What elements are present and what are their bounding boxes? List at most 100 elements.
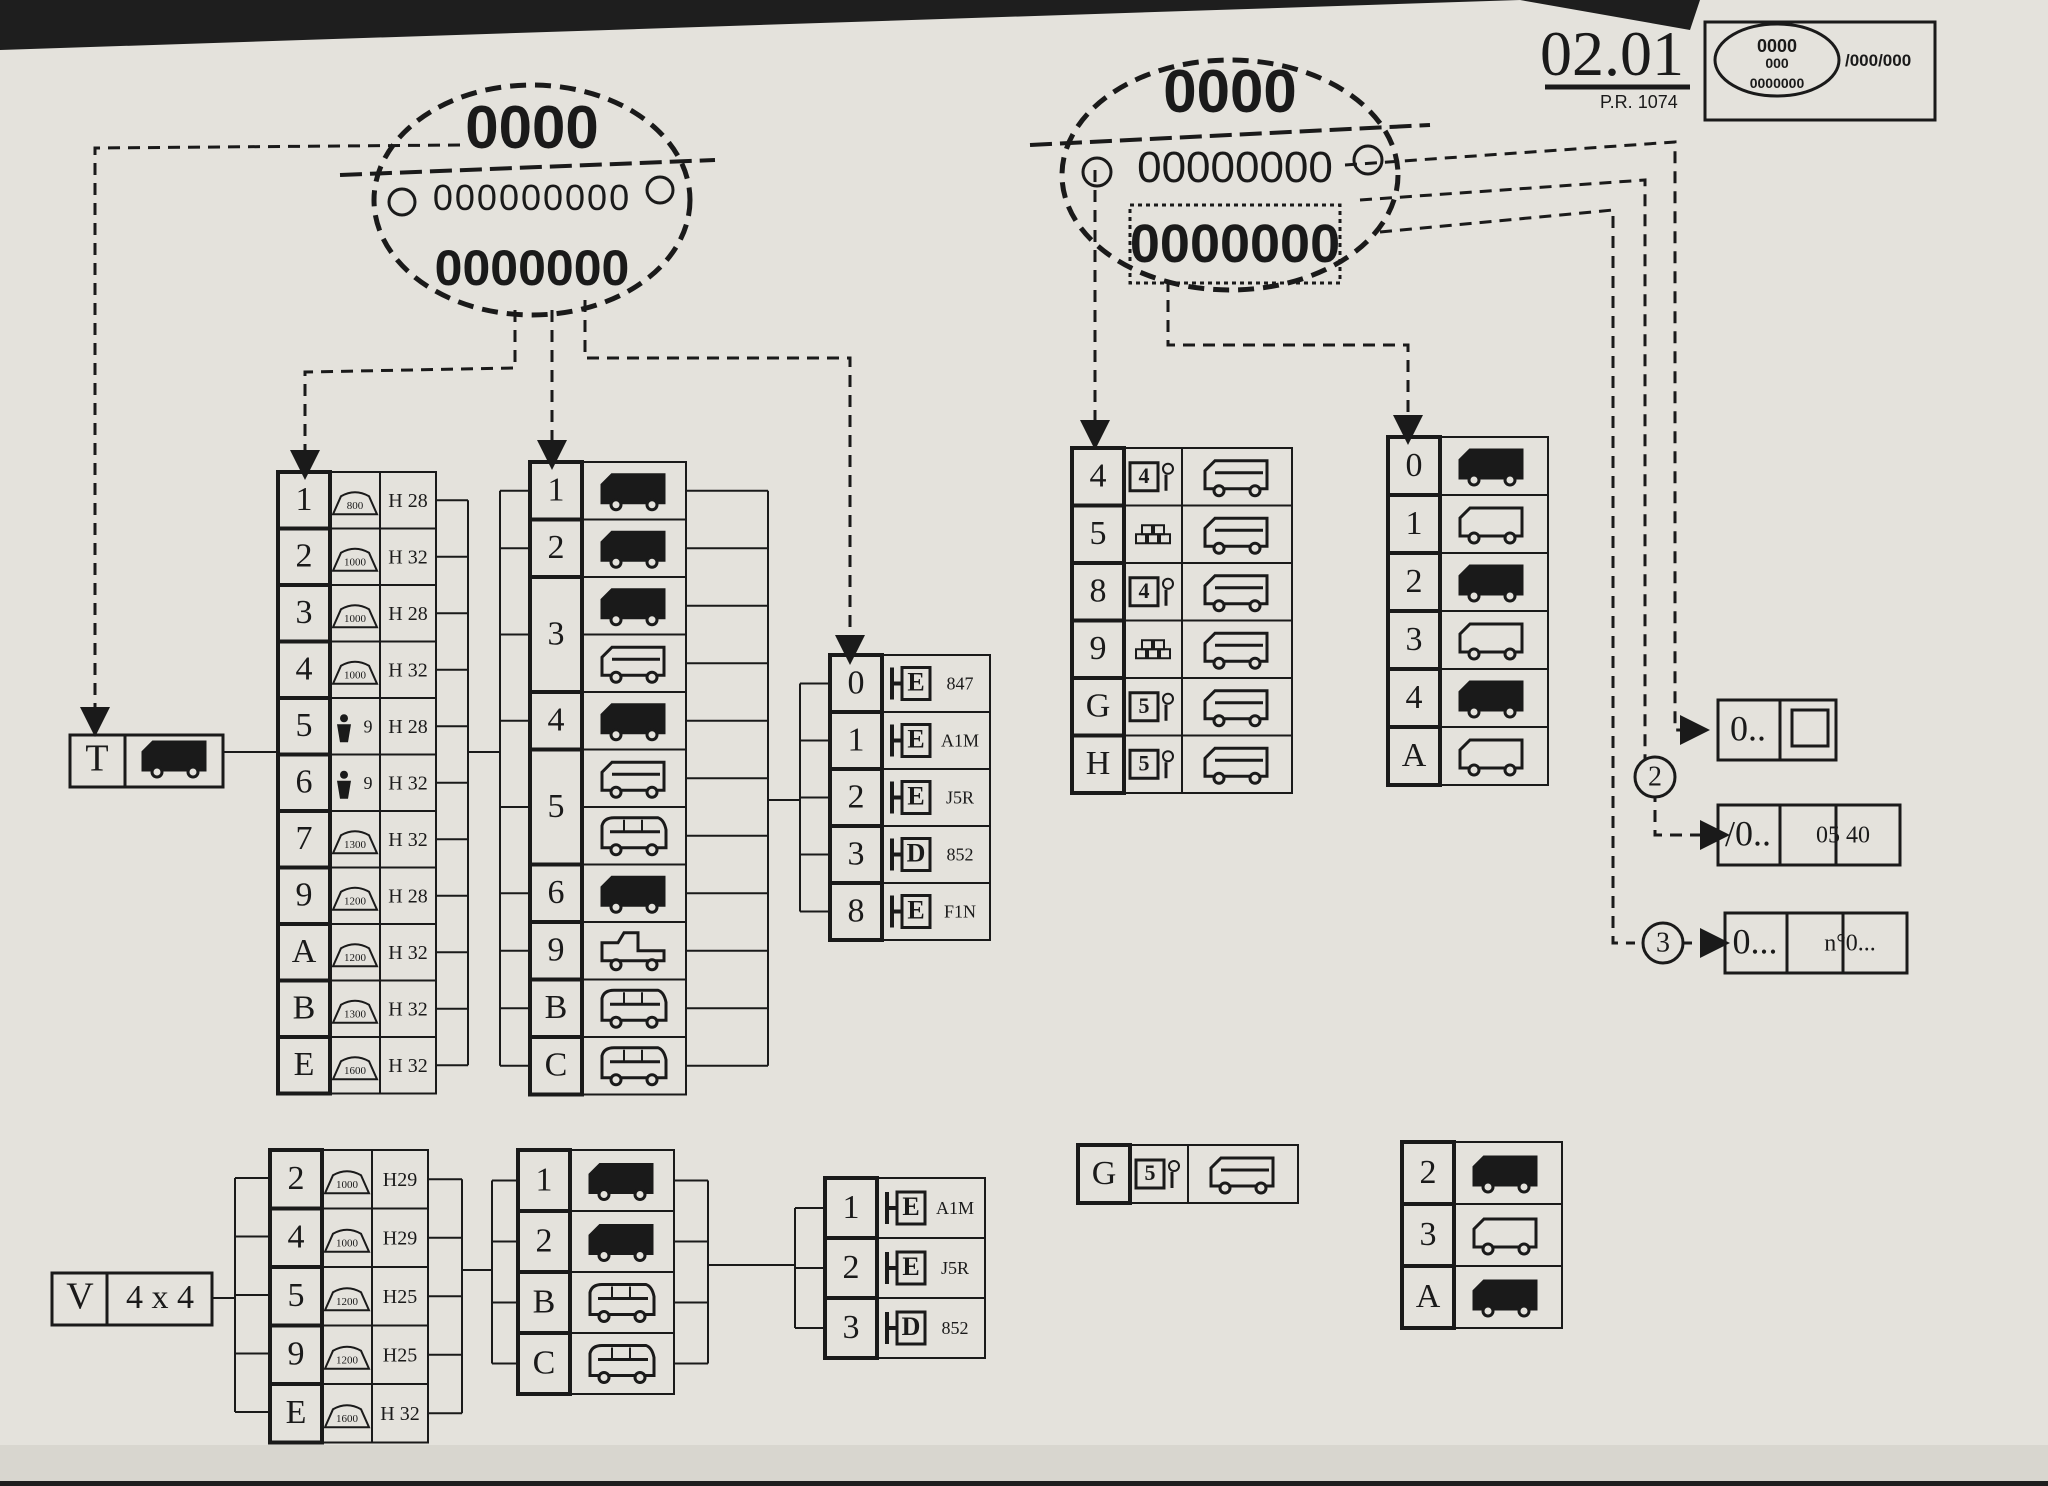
- payload-icon: 1600: [323, 1404, 371, 1429]
- plate-suffix: /000/000: [1845, 51, 1911, 70]
- conversion-row: 4: [1386, 667, 1549, 729]
- checkbox-icon: [1790, 708, 1830, 748]
- window-van-icon: [1203, 746, 1269, 785]
- marker-number: 3: [1656, 927, 1670, 958]
- conversion-code: 1: [1406, 505, 1423, 542]
- payload-value: 1000: [344, 669, 367, 681]
- window-van-icon: [1203, 631, 1269, 670]
- engine-cell: [876, 1297, 986, 1359]
- conversion-code: A: [1402, 737, 1427, 774]
- range-icon-frame: [123, 733, 225, 789]
- body-code: 1: [548, 472, 565, 509]
- callout-value-frame: [1778, 698, 1838, 762]
- callout-2: /0..05 402: [1633, 755, 1902, 867]
- weight-code: 3: [296, 594, 313, 631]
- weight-code: 2: [288, 1160, 305, 1197]
- gearbox-icon: 5: [1128, 691, 1174, 723]
- callout-value-frame: [1778, 803, 1902, 867]
- body-code: 2: [536, 1222, 553, 1259]
- gearbox-code: 4: [1090, 458, 1107, 495]
- body-row: B: [500, 977, 768, 1039]
- minibus-icon: [600, 988, 668, 1029]
- payload-icon: 1200: [323, 1345, 371, 1370]
- window-van-icon: [600, 645, 666, 684]
- payload-icon: 1000: [323, 1170, 371, 1195]
- plate-right-top: 0000: [1163, 58, 1296, 125]
- weight-code: 4: [288, 1219, 305, 1256]
- passenger-icon: [337, 770, 351, 799]
- panel-van-icon: [1472, 1217, 1538, 1256]
- gear-count: 4: [1139, 463, 1150, 488]
- panel-van-icon: [600, 473, 666, 512]
- vehicle-cell: [1187, 1144, 1299, 1204]
- range-code: T: [85, 738, 108, 780]
- engine-code: 3: [848, 835, 865, 872]
- payload-icon: 1200: [323, 1287, 371, 1312]
- gear-count: 5: [1145, 1160, 1156, 1185]
- engine-type: 852: [947, 845, 974, 865]
- body-code: 5: [548, 788, 565, 825]
- engine-type: A1M: [941, 731, 979, 751]
- payload-value: 1300: [344, 839, 367, 851]
- fuel-type-icon: E: [890, 723, 932, 758]
- panel-van-icon: [1458, 738, 1524, 777]
- weight-code: B: [293, 990, 316, 1027]
- height-code: H 32: [388, 659, 427, 681]
- callout-text: 05 40: [1816, 823, 1870, 849]
- conversion-code: 3: [1420, 1216, 1437, 1253]
- conversion-code: 2: [1420, 1154, 1437, 1191]
- minibus-icon: [600, 816, 668, 857]
- panel-van-icon: [1472, 1279, 1538, 1318]
- height-code: H 32: [388, 998, 427, 1020]
- page-header: 02.01 P.R. 1074 0000 000 0000000 /000/00…: [1540, 18, 1937, 122]
- body-code: B: [545, 989, 568, 1026]
- body-row: C: [492, 1331, 708, 1396]
- plate-line-3: 0000000: [1750, 75, 1805, 91]
- panel-van-icon: [1458, 448, 1524, 487]
- gearbox-code: G: [1086, 688, 1111, 725]
- height-code: H 32: [388, 772, 427, 794]
- weight-code: 9: [296, 877, 313, 914]
- payload-value: 1000: [344, 613, 367, 625]
- panel-van-icon: [1458, 506, 1524, 545]
- payload-value: 1000: [336, 1237, 359, 1249]
- window-van-icon: [1203, 516, 1269, 555]
- conversion-row: A: [1400, 1264, 1563, 1330]
- passenger-icon: [337, 714, 351, 743]
- fuel-letter: D: [902, 1312, 921, 1341]
- gearbox-icon: [1135, 639, 1171, 660]
- engine-type: F1N: [944, 902, 976, 922]
- engine-code: 1: [848, 721, 865, 758]
- minibus-icon: [588, 1283, 656, 1323]
- weight-code: 7: [296, 820, 313, 857]
- body-code: 3: [548, 615, 565, 652]
- fuel-letter: E: [902, 1252, 919, 1281]
- fuel-type-icon: D: [890, 837, 932, 872]
- seat-count: 9: [364, 716, 373, 736]
- height-code: H 28: [388, 603, 427, 625]
- payload-icon: 1000: [331, 547, 379, 572]
- conversion-code: 2: [1406, 563, 1423, 600]
- vehicle-cell: [1453, 1265, 1563, 1329]
- payload-value: 1000: [344, 556, 367, 568]
- height-code: H 28: [388, 885, 427, 907]
- panel-van-icon: [600, 875, 666, 914]
- panel-van-icon: [1458, 564, 1524, 603]
- weight-code: 1: [296, 481, 313, 518]
- engine-type: 847: [947, 674, 974, 694]
- plate-line-1: 0000: [1757, 36, 1797, 56]
- fuel-letter: E: [907, 667, 924, 696]
- height-code: H 32: [388, 829, 427, 851]
- payload-value: 800: [347, 500, 364, 512]
- conversion-row: 2: [1400, 1140, 1563, 1206]
